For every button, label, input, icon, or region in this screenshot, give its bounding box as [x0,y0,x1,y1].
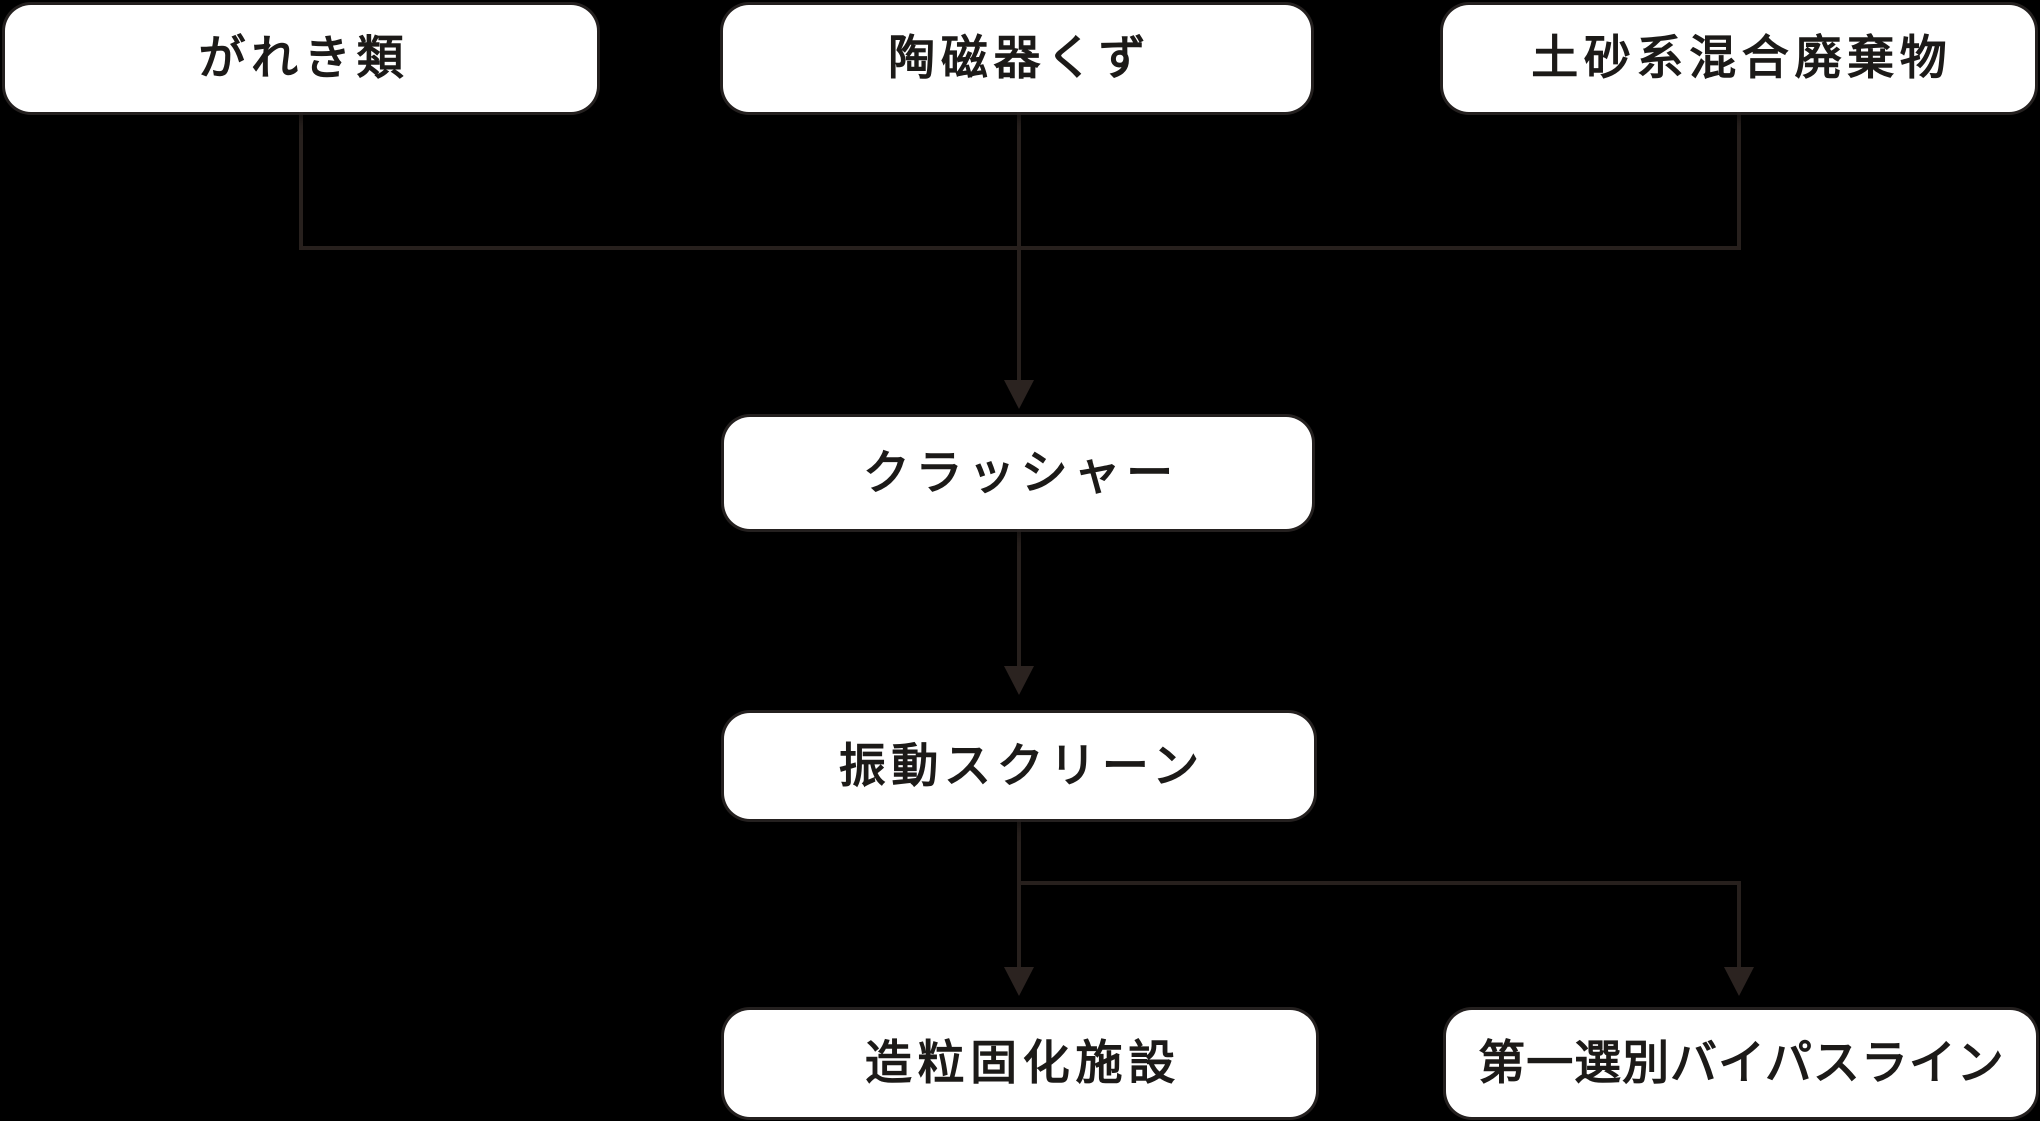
node-granulation-facility-label: 造粒固化施設 [864,1036,1181,1091]
node-vibrating-screen: 振動スクリーン [724,713,1314,819]
connector-top-rail [299,246,1741,250]
connector-screen-to-granulation [1017,819,1021,969]
node-debris-label: がれき類 [198,31,410,86]
arrowhead-into-granulation-icon [1004,967,1034,996]
node-soil-mixed-waste: 土砂系混合廃棄物 [1443,5,2035,112]
connector-bottom-rail [1017,881,1741,885]
node-vibrating-screen-label: 振動スクリーン [838,738,1205,794]
arrowhead-into-screen-icon [1004,666,1034,695]
node-bypass-line-label: 第一選別バイパスライン [1478,1036,2005,1091]
arrowhead-into-bypass-icon [1724,967,1754,996]
connector-debris-to-rail [299,112,303,250]
node-granulation-facility: 造粒固化施設 [724,1010,1316,1117]
node-crusher-label: クラッシャー [862,445,1179,501]
node-crusher: クラッシャー [724,417,1312,529]
node-ceramic-waste: 陶磁器くず [723,5,1311,112]
connector-crusher-to-screen [1017,529,1021,669]
connector-soil-to-rail [1737,112,1741,250]
node-debris: がれき類 [5,5,597,112]
node-bypass-line: 第一選別バイパスライン [1446,1010,2036,1117]
connector-rail-to-bypass [1737,883,1741,969]
arrowhead-into-crusher-icon [1004,380,1034,409]
node-ceramic-waste-label: 陶磁器くず [888,31,1152,86]
node-soil-mixed-waste-label: 土砂系混合廃棄物 [1531,31,1953,86]
